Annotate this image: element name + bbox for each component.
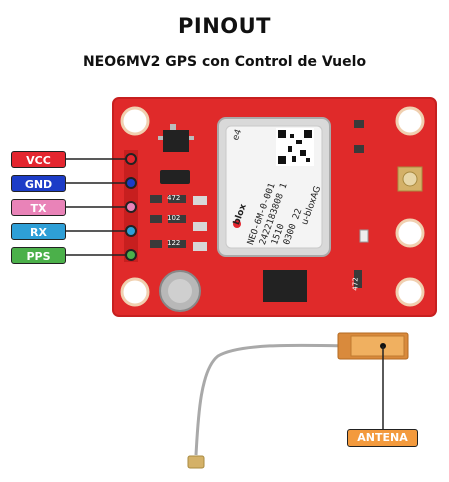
pin-tx <box>125 201 137 213</box>
antenna-cable <box>194 343 353 456</box>
transistor <box>160 170 190 184</box>
mount-hole <box>395 277 425 307</box>
pin-vcc <box>125 153 137 165</box>
flash-chip <box>263 270 307 302</box>
regulator-chip <box>163 130 189 152</box>
qr-code <box>276 128 314 166</box>
mount-hole <box>120 106 150 136</box>
mount-hole <box>395 218 425 248</box>
pin-label-gnd: GND <box>11 175 66 192</box>
pin-label-rx: RX <box>11 223 66 240</box>
pin-rx <box>125 225 137 237</box>
pin-label-pps: PPS <box>11 247 66 264</box>
page-subtitle: NEO6MV2 GPS con Control de Vuelo <box>82 54 367 70</box>
led <box>359 229 369 243</box>
antenna-label: ANTENA <box>347 429 418 447</box>
mount-hole <box>395 106 425 136</box>
pin-pps <box>125 249 137 261</box>
resistor-label: 472 <box>167 194 181 202</box>
resistor-label: 122 <box>167 239 181 247</box>
pin-gnd <box>125 177 137 189</box>
page-title: PINOUT <box>177 14 271 38</box>
ufl-plug <box>187 455 205 469</box>
pin-label-vcc: VCC <box>11 151 66 168</box>
resistor-label: 102 <box>167 214 181 222</box>
pin-label-tx: TX <box>11 199 66 216</box>
board-text: 472 <box>351 277 360 291</box>
mount-hole <box>120 277 150 307</box>
